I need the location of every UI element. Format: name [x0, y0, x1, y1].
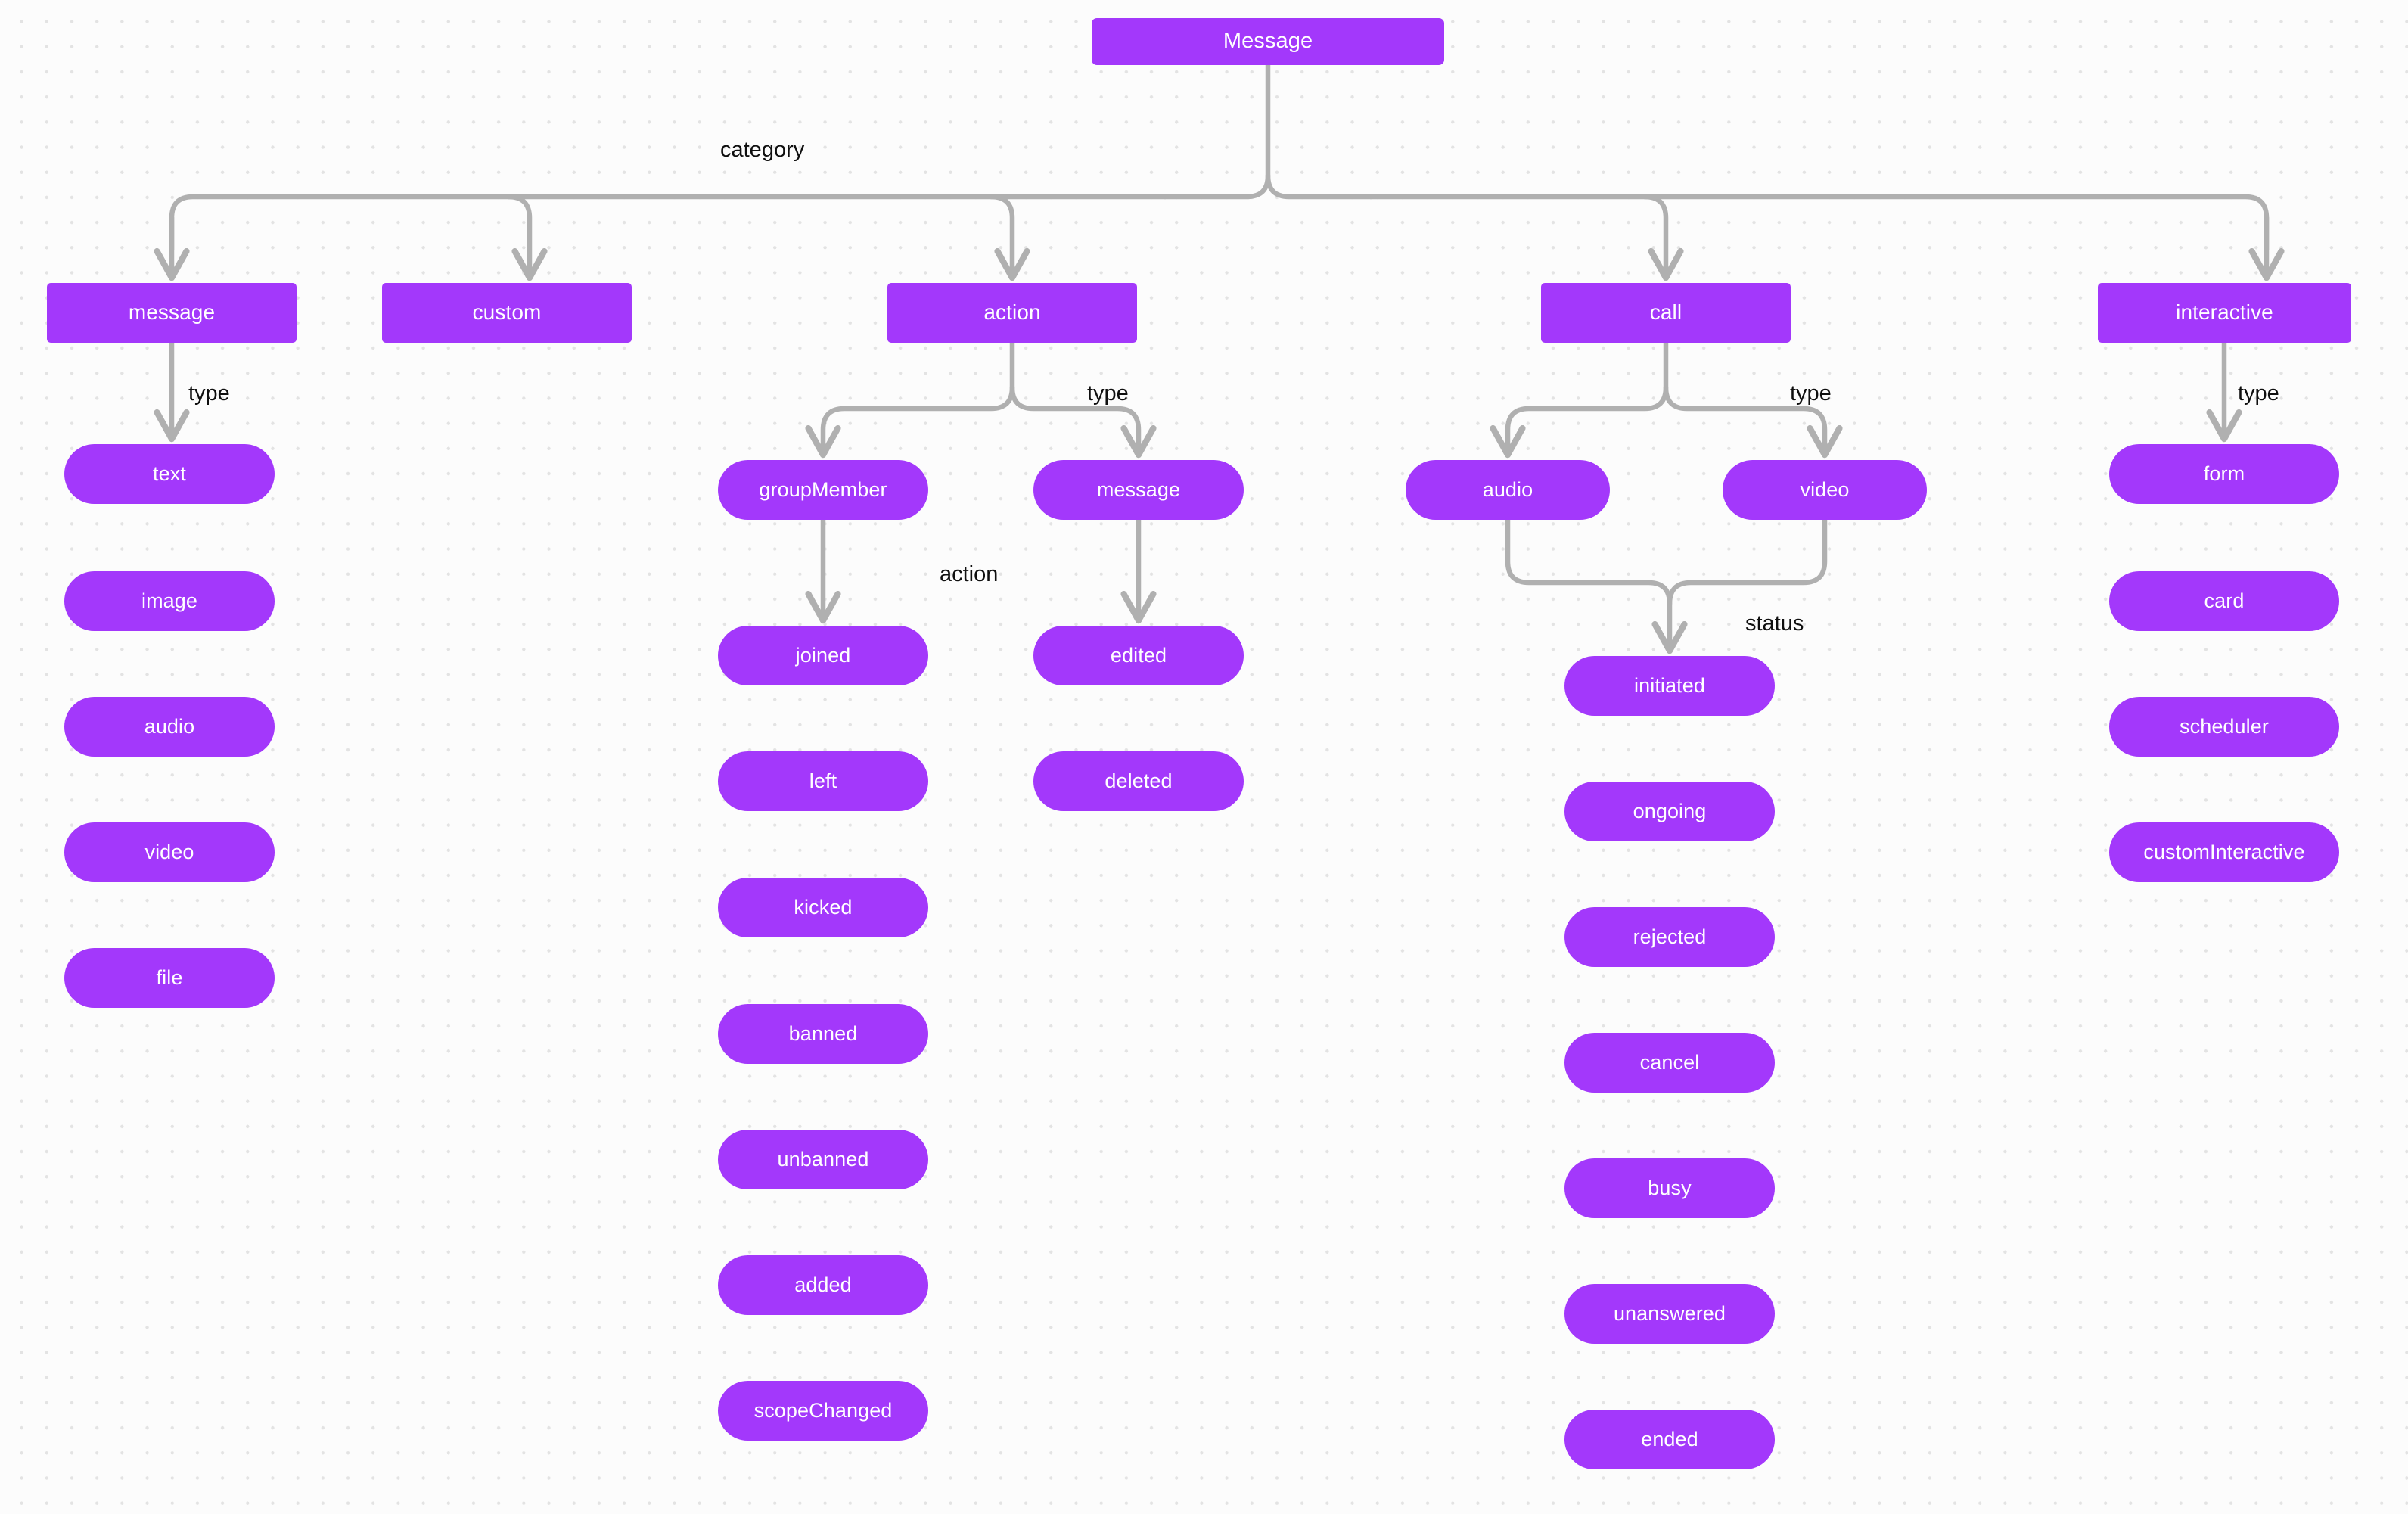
- node-interactive-type-custominteractive[interactable]: customInteractive: [2109, 822, 2339, 882]
- node-call-status-ongoing[interactable]: ongoing: [1564, 782, 1775, 841]
- node-label: Message: [1223, 29, 1313, 54]
- node-label: form: [2203, 462, 2245, 485]
- node-label: custom: [472, 300, 542, 325]
- edge-to-call: [1642, 194, 1666, 275]
- node-interactive-type-form[interactable]: form: [2109, 444, 2339, 504]
- node-category-interactive[interactable]: interactive: [2098, 283, 2351, 343]
- node-message-action-edited[interactable]: edited: [1033, 626, 1244, 685]
- node-call-status-busy[interactable]: busy: [1564, 1158, 1775, 1218]
- edge-to-action: [988, 194, 1012, 275]
- node-label: initiated: [1634, 673, 1705, 697]
- node-label: deleted: [1105, 769, 1173, 792]
- node-label: banned: [788, 1021, 858, 1045]
- node-label: scheduler: [2180, 714, 2269, 738]
- category-bus-left: [169, 194, 1168, 253]
- node-call-type-video[interactable]: video: [1723, 460, 1927, 520]
- edge-label-interactive-type: type: [2238, 381, 2279, 406]
- node-label: video: [1800, 477, 1850, 501]
- node-message-root[interactable]: Message: [1092, 18, 1444, 65]
- node-label: customInteractive: [2143, 840, 2305, 863]
- node-label: action: [983, 300, 1041, 325]
- node-label: image: [141, 589, 198, 612]
- node-label: interactive: [2176, 300, 2273, 325]
- node-label: call: [1649, 300, 1682, 325]
- node-label: joined: [795, 643, 851, 667]
- node-call-status-initiated[interactable]: initiated: [1564, 656, 1775, 716]
- node-groupmember-action-left[interactable]: left: [718, 751, 928, 811]
- node-message-type-video[interactable]: video: [64, 822, 275, 882]
- category-bus-right: [1368, 194, 2270, 253]
- node-groupmember-action-scopechanged[interactable]: scopeChanged: [718, 1381, 928, 1441]
- node-label: message: [128, 300, 216, 325]
- node-label: unbanned: [777, 1147, 869, 1170]
- node-groupmember-action-added[interactable]: added: [718, 1255, 928, 1315]
- edge-root-to-bus: [1162, 62, 1374, 200]
- node-label: kicked: [794, 895, 853, 919]
- node-label: ongoing: [1633, 799, 1707, 822]
- node-call-status-rejected[interactable]: rejected: [1564, 907, 1775, 967]
- node-interactive-type-scheduler[interactable]: scheduler: [2109, 697, 2339, 757]
- edge-to-custom: [505, 194, 530, 275]
- node-message-type-audio[interactable]: audio: [64, 697, 275, 757]
- node-category-message[interactable]: message: [47, 283, 297, 343]
- node-label: left: [809, 769, 837, 792]
- node-call-status-ended[interactable]: ended: [1564, 1410, 1775, 1469]
- node-interactive-type-card[interactable]: card: [2109, 571, 2339, 631]
- node-groupmember-action-banned[interactable]: banned: [718, 1004, 928, 1064]
- edge-call-type: [1508, 340, 1825, 452]
- node-label: file: [156, 965, 183, 989]
- edge-label-category: category: [720, 138, 805, 162]
- node-call-status-unanswered[interactable]: unanswered: [1564, 1284, 1775, 1344]
- edge-label-action-type: type: [1087, 381, 1129, 406]
- node-category-action[interactable]: action: [887, 283, 1137, 343]
- node-call-type-audio[interactable]: audio: [1406, 460, 1610, 520]
- node-groupmember-action-kicked[interactable]: kicked: [718, 878, 928, 937]
- node-label: busy: [1648, 1176, 1692, 1199]
- node-label: scopeChanged: [753, 1398, 893, 1422]
- node-label: edited: [1110, 643, 1167, 667]
- node-label: rejected: [1633, 925, 1707, 948]
- node-groupmember-action-unbanned[interactable]: unbanned: [718, 1130, 928, 1189]
- edge-label-call-status: status: [1745, 611, 1804, 636]
- node-message-type-file[interactable]: file: [64, 948, 275, 1008]
- node-label: groupMember: [759, 477, 887, 501]
- node-action-type-groupmember[interactable]: groupMember: [718, 460, 928, 520]
- edge-label-message-type: type: [188, 381, 230, 406]
- node-label: added: [794, 1273, 852, 1296]
- node-category-custom[interactable]: custom: [382, 283, 632, 343]
- node-action-type-message[interactable]: message: [1033, 460, 1244, 520]
- node-label: text: [153, 462, 186, 485]
- node-label: audio: [1482, 477, 1533, 501]
- node-message-action-deleted[interactable]: deleted: [1033, 751, 1244, 811]
- node-label: ended: [1641, 1427, 1698, 1450]
- edge-label-groupmember-action: action: [940, 562, 999, 586]
- node-groupmember-action-joined[interactable]: joined: [718, 626, 928, 685]
- node-message-type-image[interactable]: image: [64, 571, 275, 631]
- edge-label-call-type: type: [1790, 381, 1832, 406]
- node-label: message: [1096, 477, 1181, 501]
- node-message-type-text[interactable]: text: [64, 444, 275, 504]
- node-call-status-cancel[interactable]: cancel: [1564, 1033, 1775, 1093]
- node-label: unanswered: [1613, 1301, 1726, 1325]
- node-label: card: [2204, 589, 2245, 612]
- node-category-call[interactable]: call: [1541, 283, 1791, 343]
- node-label: cancel: [1639, 1050, 1700, 1074]
- node-label: audio: [144, 714, 195, 738]
- node-label: video: [144, 840, 194, 863]
